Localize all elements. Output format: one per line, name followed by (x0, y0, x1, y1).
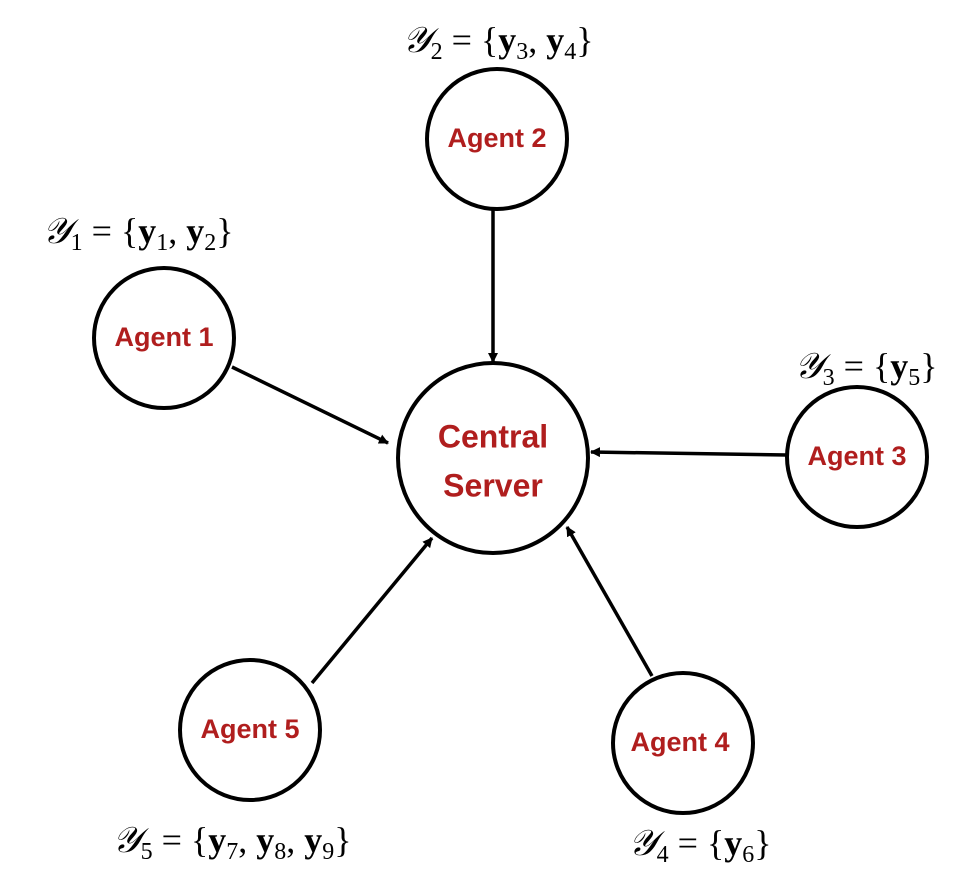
agent-1-label: Agent 1 (114, 322, 213, 352)
edges (231, 210, 788, 685)
agent-5-node: Agent 5 (178, 658, 322, 802)
agent-4-node: Agent 4 (611, 671, 755, 815)
edge-agent3-to-server (590, 447, 788, 458)
agent-4-set-label: 𝒴4 = {y6} (628, 823, 771, 868)
agent-3-set-label: 𝒴3 = {y5} (794, 346, 937, 391)
central-server-node: Central Server (396, 361, 590, 555)
agent-5-set-label: 𝒴5 = {y7, y8, y9} (112, 820, 351, 865)
edge-agent5-to-server (310, 536, 434, 685)
agent-2-set-label: 𝒴2 = {y3, y4} (402, 20, 593, 65)
agent-2-node: Agent 2 (425, 67, 569, 211)
agent-4-label: Agent 4 (630, 727, 729, 757)
edge-agent4-to-server (565, 526, 654, 677)
agent-3-node: Agent 3 (785, 385, 929, 529)
agent-1-set-label: 𝒴1 = {y1, y2} (42, 211, 233, 256)
agent-5-label: Agent 5 (200, 714, 299, 744)
server-label-line2: Server (443, 467, 543, 503)
server-label-line1: Central (438, 418, 548, 454)
agent-3-label: Agent 3 (807, 441, 906, 471)
agent-1-node: Agent 1 (92, 266, 236, 410)
agent-2-label: Agent 2 (447, 123, 546, 153)
edge-agent1-to-server (231, 365, 389, 445)
